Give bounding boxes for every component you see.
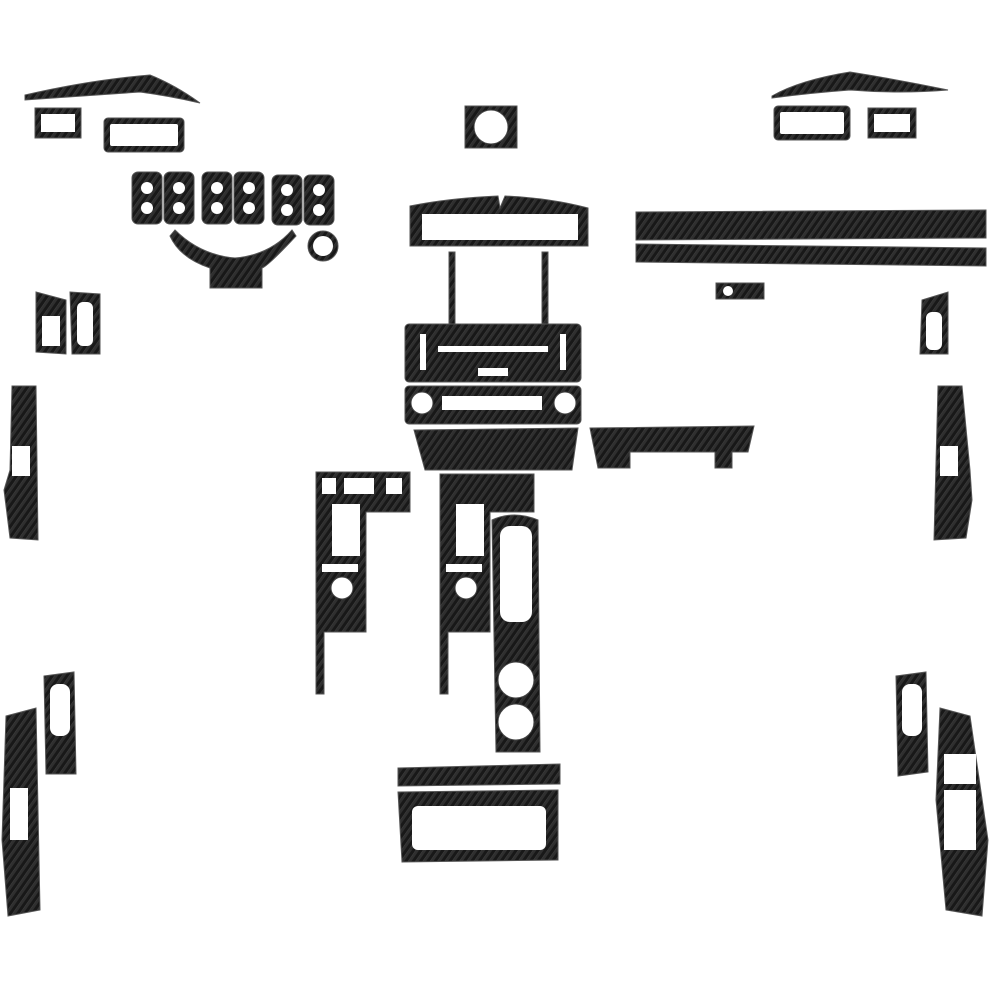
window-switch-right-rear [935, 707, 989, 917]
small-switch-trim [715, 282, 765, 300]
door-handle-left-lower [43, 671, 77, 775]
vent-frame-left-small [34, 107, 82, 139]
window-switch-right-front [933, 385, 973, 541]
vent-frame-right-small [867, 107, 917, 139]
small-ring-trim [307, 230, 339, 262]
vent-frame-left-large [103, 117, 185, 153]
steering-button-covers [131, 171, 335, 226]
bottom-trim-strip [397, 763, 561, 787]
door-handle-right-front [919, 291, 949, 355]
dash-strip-right [771, 71, 949, 99]
climate-panel [404, 385, 582, 425]
screen-side-rails [448, 251, 549, 325]
lower-dash-panel-right [589, 425, 755, 469]
bottom-frame-panel [397, 789, 559, 863]
shift-surround-left [315, 471, 411, 695]
long-dash-strip-lower [635, 243, 987, 267]
screen-frame [409, 195, 589, 247]
dash-strip-left [24, 74, 201, 104]
long-dash-strip-upper [635, 209, 987, 241]
window-switch-left-front [3, 385, 39, 541]
door-handle-left-front [35, 291, 67, 355]
shift-surround-right [439, 473, 535, 695]
round-trim-top-center [464, 105, 518, 149]
cupholder-tray [491, 514, 541, 753]
lower-dash-panel-center [413, 427, 579, 471]
radio-panel [404, 323, 582, 383]
steering-lower-trim [169, 229, 297, 289]
vent-frame-right-large [773, 105, 851, 141]
door-handle-right-lower [895, 671, 929, 777]
window-switch-left-rear [1, 707, 41, 917]
door-handle-left-rear [69, 291, 101, 355]
